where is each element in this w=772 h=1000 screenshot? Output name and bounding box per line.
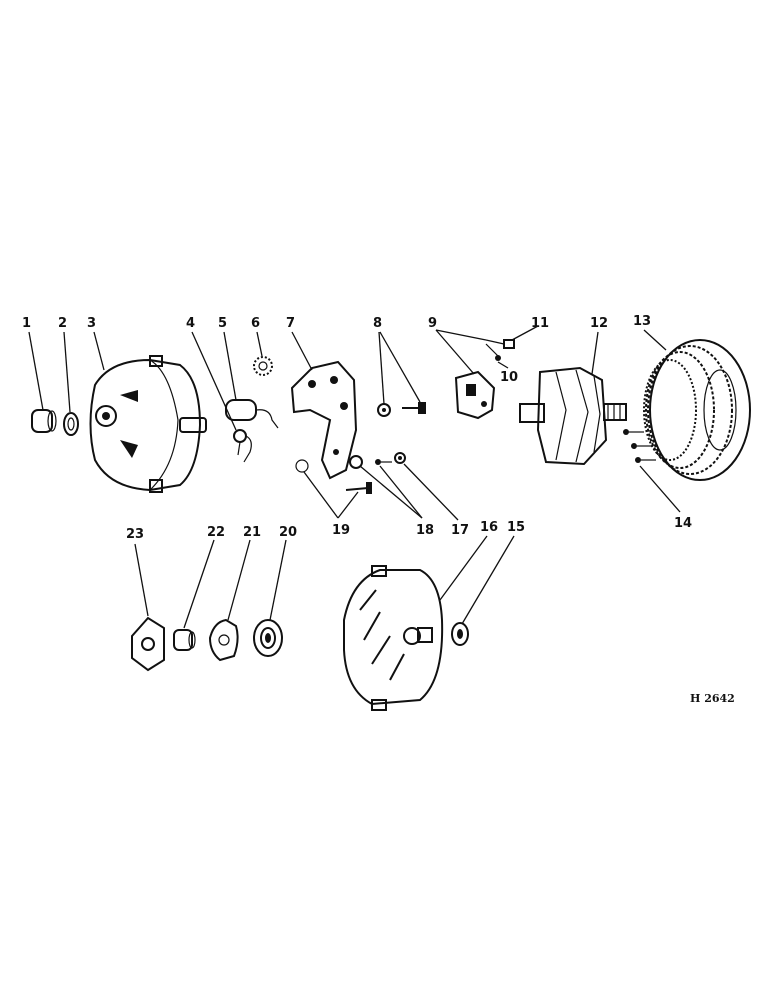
part-6-lock-washer bbox=[253, 356, 273, 376]
drawing-reference-code: H 2642 bbox=[690, 692, 735, 705]
part-8-nut-screw bbox=[377, 402, 426, 417]
part-21-retainer-plate bbox=[208, 618, 239, 662]
callout-20: 20 bbox=[279, 525, 297, 540]
callout-14: 14 bbox=[674, 516, 692, 531]
callout-1: 1 bbox=[22, 316, 31, 331]
callout-11: 11 bbox=[531, 316, 549, 331]
part-16-slip-ring-housing bbox=[343, 565, 444, 711]
part-15-seal bbox=[451, 622, 469, 646]
callout-19: 19 bbox=[332, 523, 350, 538]
callout-16: 16 bbox=[480, 520, 498, 535]
callout-12: 12 bbox=[590, 316, 608, 331]
callout-17: 17 bbox=[451, 523, 469, 538]
callout-8: 8 bbox=[373, 316, 382, 331]
part-19-washer-bolt bbox=[295, 459, 372, 494]
part-22-spacer bbox=[173, 629, 196, 651]
part-17-fastener bbox=[394, 452, 406, 464]
callout-4: 4 bbox=[186, 316, 195, 331]
part-23-bearing-retainer bbox=[131, 616, 165, 672]
part-13-stator bbox=[643, 339, 751, 481]
part-1-bushing bbox=[31, 409, 57, 433]
callout-13: 13 bbox=[633, 314, 651, 329]
part-4-terminal bbox=[233, 429, 252, 463]
callouts: 1 2 3 4 5 6 7 8 9 10 11 12 13 14 15 16 1… bbox=[22, 314, 692, 542]
callout-15: 15 bbox=[507, 520, 525, 535]
callout-2: 2 bbox=[58, 316, 67, 331]
callout-18: 18 bbox=[416, 523, 434, 538]
callout-9: 9 bbox=[428, 316, 437, 331]
part-2-seal bbox=[63, 412, 79, 436]
callout-10: 10 bbox=[500, 370, 518, 385]
callout-22: 22 bbox=[207, 525, 225, 540]
callout-3: 3 bbox=[87, 316, 96, 331]
callout-5: 5 bbox=[218, 316, 227, 331]
leader-lines bbox=[28, 325, 681, 629]
part-12-rotor bbox=[519, 366, 627, 466]
part-18-nut-washer bbox=[349, 455, 392, 469]
part-14-screws bbox=[623, 429, 656, 463]
part-7-rectifier-plate bbox=[290, 360, 358, 480]
callout-23: 23 bbox=[126, 527, 144, 542]
part-9-brush-holder bbox=[454, 370, 496, 420]
callout-21: 21 bbox=[243, 525, 261, 540]
part-10-spring bbox=[485, 343, 501, 361]
part-20-bearing bbox=[253, 619, 283, 657]
callout-6: 6 bbox=[251, 316, 260, 331]
part-5-capacitor bbox=[225, 399, 279, 429]
callout-7: 7 bbox=[286, 316, 295, 331]
part-3-drive-end-housing bbox=[89, 355, 207, 493]
part-11-clip bbox=[485, 339, 515, 349]
